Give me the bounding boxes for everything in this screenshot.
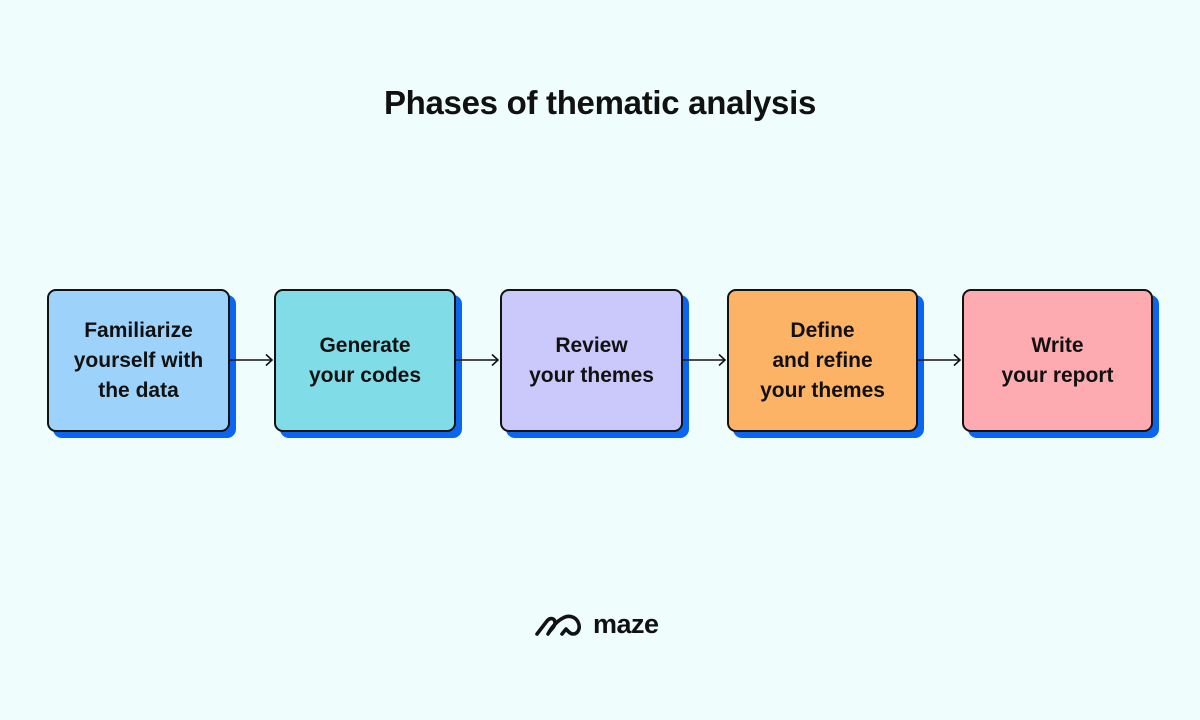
maze-logo: maze xyxy=(533,608,659,640)
arrow-icon xyxy=(456,353,500,367)
phase-box-generate: Generate your codes xyxy=(274,289,456,432)
phase-box-write: Write your report xyxy=(962,289,1153,432)
arrow-icon xyxy=(230,353,274,367)
phase-label: Write your report xyxy=(1001,333,1114,387)
arrow-icon xyxy=(918,353,962,367)
phase-label: Generate your codes xyxy=(308,333,422,387)
diagram-title: Phases of thematic analysis xyxy=(383,84,817,121)
phase-box-define: Define and refine your themes xyxy=(727,289,918,432)
phase-box-familiarize: Familiarize yourself with the data xyxy=(47,289,230,432)
arrow-icon xyxy=(683,353,727,367)
phase-label: Define and refine your themes xyxy=(760,318,885,402)
phase-box-review: Review your themes xyxy=(500,289,683,432)
logo-text: maze xyxy=(593,608,659,639)
phase-label: Familiarize yourself with the data xyxy=(73,318,204,402)
phase-label: Review your themes xyxy=(529,333,654,387)
maze-logo-icon xyxy=(535,614,581,636)
